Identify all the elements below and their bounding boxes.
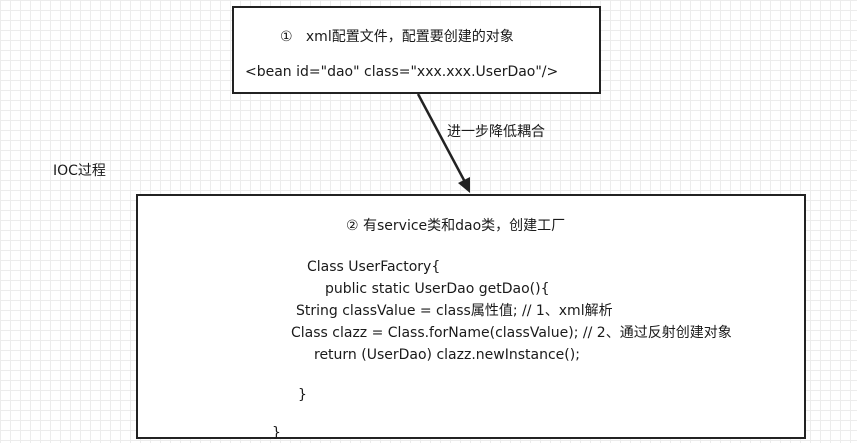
code-line: } bbox=[272, 425, 281, 441]
arrow-label: 进一步降低耦合 bbox=[447, 124, 545, 140]
code-line: String classValue = class属性值; // 1、xml解析 bbox=[296, 303, 613, 319]
code-line: } bbox=[298, 387, 307, 403]
arrowhead-icon bbox=[458, 177, 470, 193]
bean-definition-code: <bean id="dao" class="xxx.xxx.UserDao"/> bbox=[245, 64, 559, 80]
code-line: return (UserDao) clazz.newInstance(); bbox=[314, 347, 580, 363]
factory-title: ② 有service类和dao类，创建工厂 bbox=[346, 218, 566, 234]
ioc-process-label: IOC过程 bbox=[53, 163, 106, 179]
factory-box: ② 有service类和dao类，创建工厂 Class UserFactory{… bbox=[136, 194, 806, 441]
code-line: public static UserDao getDao(){ bbox=[325, 281, 550, 297]
xml-config-title: ① xml配置文件，配置要创建的对象 bbox=[280, 29, 514, 45]
code-line: Class clazz = Class.forName(classValue);… bbox=[291, 325, 732, 341]
code-line: Class UserFactory{ bbox=[307, 259, 441, 275]
xml-config-box: ① xml配置文件，配置要创建的对象 <bean id="dao" class=… bbox=[232, 6, 601, 94]
